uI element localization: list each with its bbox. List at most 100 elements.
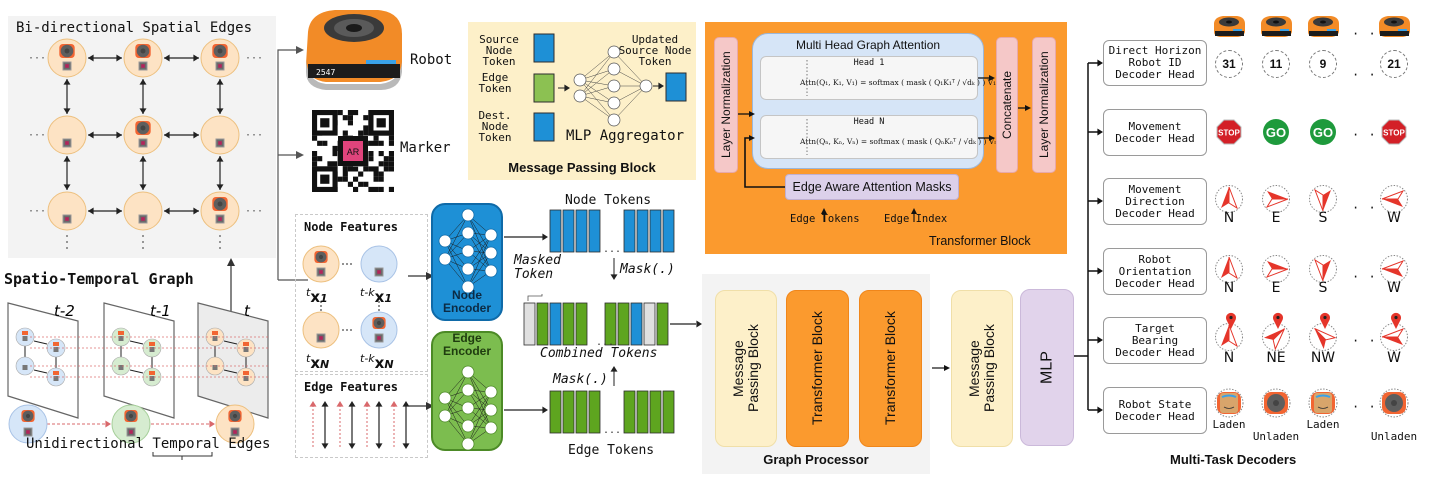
masked-token-pointer [527,294,543,301]
qr-marker-icon [138,61,148,71]
robot-top-icon [59,44,75,58]
ellipsis-left: ··· [28,206,46,217]
neuron [461,419,475,433]
node-token [575,209,588,253]
edge-encoder-network-icon [438,365,498,451]
neuron [573,73,587,87]
neuron [461,226,475,240]
node-token [549,302,562,346]
edge-token [656,302,669,346]
movement-direction-value: W [1387,210,1401,226]
robot-image: 2547 [306,10,402,90]
robot-top-icon [372,317,386,329]
neuron [639,79,653,93]
decoder-head-robot-state: Robot State Decoder Head [1103,387,1207,434]
compass-icon [1262,255,1290,283]
edge-token [575,390,588,434]
node-token [588,209,601,253]
neuron [607,62,621,76]
edge-token [562,390,575,434]
edge-features-box [295,374,428,458]
qr-marker-icon [215,214,225,224]
time-frame-label: t-1 [150,302,171,320]
spatial-edges-title: Bi-directional Spatial Edges [16,20,253,36]
decoder-head-robot-id: Direct Horizon Robot ID Decoder Head [1103,40,1207,86]
mp-dest-node-token-label: Dest. Node Token [478,109,512,144]
attention-head-1 [760,56,978,100]
qr-marker-icon [138,138,148,148]
ellipsis: ... [603,425,621,436]
neuron [484,264,498,278]
mp-updated-token-label: Updated Source Node Token [618,33,692,68]
robot-id-value: 11 [1262,50,1290,78]
robot-id-value: 31 [1215,50,1243,78]
node-token [662,209,675,253]
robot-top-icon [314,251,328,263]
neuron [607,45,621,59]
edge-tokens-title: Edge Tokens [568,443,655,458]
mlp-aggregator-label: MLP Aggregator [566,128,685,144]
robot-top-icon [135,121,151,135]
target-bearing-value: N [1223,350,1235,366]
multi-task-decoders-title: Multi-Task Decoders [1170,452,1297,467]
masked-token [643,302,656,346]
feature-label-t-x1: tx1 [306,286,328,306]
node-features-title: Node Features [304,220,398,234]
node-features-arrow [408,272,434,280]
layer-norm-1: Layer Normalization [714,37,738,173]
qr-marker-icon [62,214,72,224]
marker-label: Marker [400,140,451,156]
laden-robot-icon [1214,388,1244,418]
compass-icon [1215,255,1243,283]
unladen-robot-icon [1379,388,1409,418]
robot-icon [1261,16,1292,37]
robot-id-text: 2547 [316,68,335,77]
robot-top-icon [228,410,242,422]
neuron [461,262,475,276]
edge-token [617,302,630,346]
edge-features-arrow [408,402,434,410]
target-bearing-value: W [1387,350,1401,366]
feature-label-tk-xn: t-kxN [360,352,394,372]
spatial-graph: ·················· [28,38,263,249]
transformer-arrows [738,60,1031,222]
gp-message-passing-block: Message Passing Block [715,290,777,447]
robot-state-value: Unladen [1370,430,1418,443]
transformer-block-title: Transformer Block [929,234,1031,248]
feature-label-tk-x1: t-kx1 [360,286,392,306]
feature-label-t-xn: txN [306,352,330,372]
head-n-title: Head N [853,117,885,127]
target-bearing-value: NW [1310,350,1336,366]
qr-marker-icon [62,61,72,71]
mp-edge-token-label: Edge Token [478,71,512,95]
temporal-node [8,404,48,444]
compass-icon [1380,185,1408,213]
robot-state-value: Laden [1212,418,1246,431]
head-1-formula: Attn(Q₁, K₁, V₁) = softmax ( mask ( Q₁K₁… [800,78,997,87]
temporal-node [215,404,255,444]
input-connector-lines [277,46,308,281]
ar-marker-image: AR [312,110,394,192]
processor-decoder-connectors [932,59,1103,414]
location-pin-icon [1391,312,1401,329]
source-node-token [533,33,555,63]
mlp-block: MLP [1020,289,1074,446]
masked-token-label: Masked Token [514,253,561,282]
feature-node [302,245,340,283]
robot-label: Robot [410,52,453,68]
updated-source-node-token [665,72,687,102]
mask-op-label-node: Mask(.) [620,262,675,277]
robot-state-value: Unladen [1252,430,1300,443]
qr-marker-icon [126,427,136,437]
decoder-head-movement-direction: Movement Direction Decoder Head [1103,178,1207,225]
node-token [549,209,562,253]
stop-sign-icon: STOP [1381,119,1407,145]
ellipsis-right: ··· [245,130,263,141]
node-token [562,209,575,253]
neuron [438,409,452,423]
neuron [461,244,475,258]
edge-token [549,390,562,434]
spatial-edge [129,340,144,345]
robot-icon [1379,16,1410,37]
ellipsis: ... [603,244,621,255]
